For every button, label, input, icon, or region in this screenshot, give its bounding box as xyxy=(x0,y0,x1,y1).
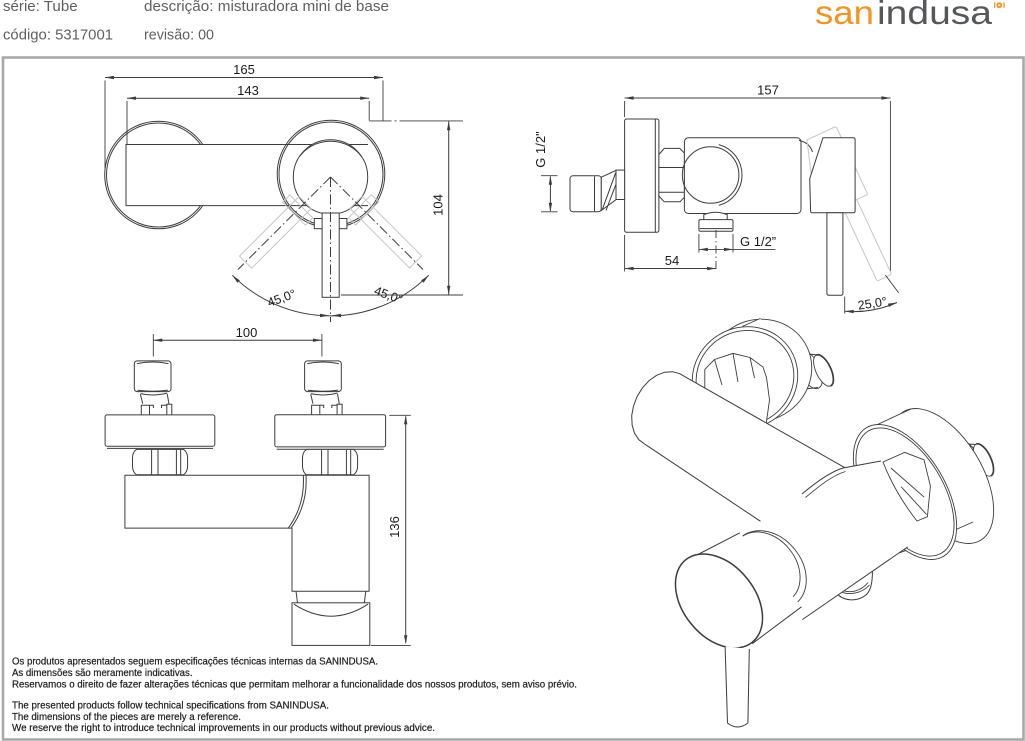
svg-text:143: 143 xyxy=(237,83,259,98)
svg-text:Os produtos apresentados segue: Os produtos apresentados seguem especifi… xyxy=(12,657,378,668)
svg-text:100: 100 xyxy=(236,325,258,340)
svg-text:165: 165 xyxy=(233,62,255,77)
svg-text:54: 54 xyxy=(665,253,679,268)
svg-text:indusa: indusa xyxy=(877,0,993,31)
svg-text:série: Tube: série: Tube xyxy=(3,0,78,15)
svg-text:25,0°: 25,0° xyxy=(857,294,888,312)
svg-text:descrição: misturadora mini de: descrição: misturadora mini de base xyxy=(144,0,389,15)
svg-text:san: san xyxy=(815,0,874,31)
svg-text:G 1/2”: G 1/2” xyxy=(740,234,776,249)
svg-text:código: 5317001: código: 5317001 xyxy=(3,28,113,44)
svg-text:The dimensions of the pieces a: The dimensions of the pieces are merely … xyxy=(12,712,241,723)
svg-text:As dimensões são meramente ind: As dimensões são meramente indicativas. xyxy=(12,668,193,679)
svg-text:revisão: 00: revisão: 00 xyxy=(144,28,214,44)
svg-text:Reservamos o direito de fazer: Reservamos o direito de fazer alterações… xyxy=(12,680,577,691)
svg-text:157: 157 xyxy=(757,83,779,98)
svg-text:The presented products follow: The presented products follow technical … xyxy=(12,701,329,712)
svg-text:136: 136 xyxy=(387,516,402,538)
svg-text:We reserve the right to introd: We reserve the right to introduce techni… xyxy=(12,723,435,734)
svg-text:104: 104 xyxy=(431,194,446,216)
svg-text:G 1/2": G 1/2" xyxy=(533,131,548,168)
